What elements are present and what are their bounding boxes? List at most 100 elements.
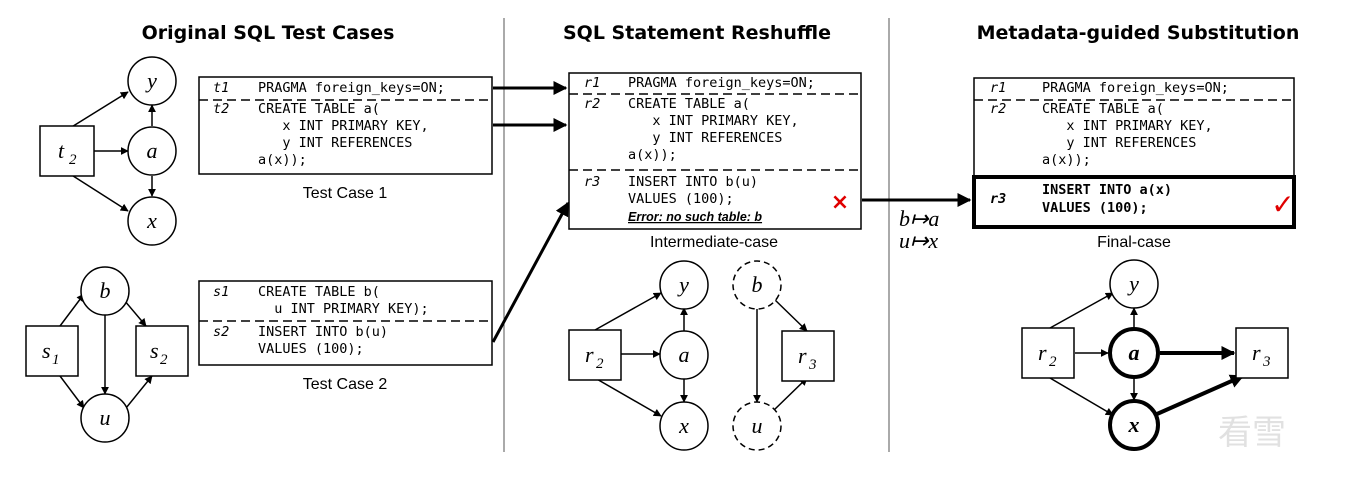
svg-text:t2: t2: [213, 101, 229, 117]
svg-text:b: b: [100, 278, 111, 303]
svg-text:2: 2: [69, 152, 77, 168]
section-title-reshuffle: SQL Statement Reshuffle: [563, 22, 831, 44]
node-r3: [781, 330, 835, 382]
svg-text:y: y: [677, 272, 689, 297]
svg-text:x: x: [1128, 412, 1140, 437]
test-case-1-caption: Test Case 1: [303, 185, 388, 202]
svg-text:a(x));: a(x));: [628, 147, 677, 163]
fail-mark: ×: [831, 190, 849, 215]
svg-text:CREATE TABLE b(: CREATE TABLE b(: [258, 284, 380, 300]
svg-text:u: u: [100, 405, 111, 430]
node-b: [80, 266, 130, 316]
svg-text:y INT REFERENCES: y INT REFERENCES: [628, 130, 782, 146]
node-a: [659, 330, 709, 380]
svg-text:y INT REFERENCES: y INT REFERENCES: [258, 135, 412, 151]
svg-text:y INT REFERENCES: y INT REFERENCES: [1042, 135, 1196, 151]
svg-text:x: x: [146, 208, 157, 233]
node-r2: [1021, 327, 1075, 379]
final-case-caption: Final-case: [1097, 234, 1171, 251]
graph-test-case-1: y a x t 2: [39, 56, 177, 246]
node-y: [659, 260, 709, 310]
svg-text:r: r: [1252, 340, 1261, 365]
svg-text:a(x));: a(x));: [1042, 152, 1091, 168]
node-r3: [1235, 327, 1289, 379]
watermark: 看雪: [1218, 413, 1286, 453]
svg-text:s: s: [150, 338, 159, 363]
svg-text:r1: r1: [990, 80, 1006, 96]
svg-text:r3: r3: [584, 174, 600, 190]
section-title-substitution: Metadata-guided Substitution: [977, 22, 1300, 44]
svg-text:y: y: [145, 68, 157, 93]
test-case-1-box: t1 PRAGMA foreign_keys=ON; t2 CREATE TAB…: [198, 76, 493, 175]
svg-text:CREATE TABLE a(: CREATE TABLE a(: [258, 101, 380, 117]
svg-text:t1: t1: [213, 80, 229, 96]
node-x-bold: [1108, 399, 1160, 451]
svg-text:3: 3: [1262, 354, 1271, 370]
svg-text:3: 3: [808, 357, 817, 373]
svg-text:r2: r2: [990, 101, 1006, 117]
svg-text:CREATE TABLE a(: CREATE TABLE a(: [628, 96, 750, 112]
svg-text:INSERT INTO b(u): INSERT INTO b(u): [628, 174, 758, 190]
svg-text:r1: r1: [584, 75, 600, 91]
svg-text:r: r: [1038, 340, 1047, 365]
svg-text:a(x));: a(x));: [258, 152, 307, 168]
svg-text:s1: s1: [213, 284, 229, 300]
svg-text:VALUES (100);: VALUES (100);: [628, 191, 734, 207]
intermediate-case-box: r1 PRAGMA foreign_keys=ON; r2 CREATE TAB…: [568, 72, 862, 230]
node-u-dashed: [732, 401, 782, 451]
svg-text:r2: r2: [584, 96, 600, 112]
svg-text:x: x: [678, 413, 689, 438]
svg-text:s2: s2: [213, 324, 229, 340]
node-u: [80, 393, 130, 443]
node-y: [1109, 259, 1159, 309]
svg-text:x INT PRIMARY KEY,: x INT PRIMARY KEY,: [258, 118, 429, 134]
svg-text:INSERT INTO a(x): INSERT INTO a(x): [1042, 182, 1172, 198]
mapping-b-to-a: b↦a: [899, 206, 939, 231]
svg-text:VALUES (100);: VALUES (100);: [1042, 200, 1148, 216]
svg-text:b: b: [752, 272, 763, 297]
node-t2: [39, 125, 95, 177]
mapping-u-to-x: u↦x: [899, 228, 938, 253]
svg-text:2: 2: [596, 356, 604, 372]
node-a: [127, 126, 177, 176]
node-b-dashed: [732, 260, 782, 310]
svg-text:1: 1: [52, 352, 60, 368]
svg-text:INSERT INTO b(u): INSERT INTO b(u): [258, 324, 388, 340]
final-case-box: r1 PRAGMA foreign_keys=ON; r2 CREATE TAB…: [972, 77, 1296, 229]
svg-text:u INT PRIMARY KEY);: u INT PRIMARY KEY);: [258, 301, 429, 317]
svg-text:r3: r3: [990, 191, 1006, 207]
node-x: [127, 196, 177, 246]
svg-text:2: 2: [1049, 354, 1057, 370]
node-x: [659, 401, 709, 451]
svg-text:r: r: [585, 342, 594, 367]
svg-text:y: y: [1127, 271, 1139, 296]
node-s2: [135, 325, 189, 377]
graph-intermediate: y a x b u r 2 r 3: [568, 260, 835, 451]
svg-text:PRAGMA foreign_keys=ON;: PRAGMA foreign_keys=ON;: [628, 75, 815, 91]
section-title-original: Original SQL Test Cases: [142, 22, 395, 44]
svg-text:t: t: [58, 138, 65, 163]
node-r2: [568, 329, 622, 381]
error-message: Error: no such table: b: [628, 210, 762, 224]
intermediate-case-caption: Intermediate-case: [650, 234, 778, 251]
node-y: [127, 56, 177, 106]
svg-text:r: r: [798, 343, 807, 368]
svg-text:x INT PRIMARY KEY,: x INT PRIMARY KEY,: [628, 113, 799, 129]
svg-text:x INT PRIMARY KEY,: x INT PRIMARY KEY,: [1042, 118, 1213, 134]
svg-text:PRAGMA foreign_keys=ON;: PRAGMA foreign_keys=ON;: [1042, 80, 1229, 96]
graph-test-case-2: b u s 1 s 2: [25, 266, 189, 443]
svg-text:s: s: [42, 338, 51, 363]
pass-mark: ✓: [1271, 188, 1294, 221]
svg-text:VALUES (100);: VALUES (100);: [258, 341, 364, 357]
test-case-2-caption: Test Case 2: [303, 376, 388, 393]
node-a-bold: [1108, 327, 1160, 379]
svg-text:a: a: [679, 342, 690, 367]
svg-text:a: a: [1129, 340, 1140, 365]
svg-text:CREATE TABLE a(: CREATE TABLE a(: [1042, 101, 1164, 117]
svg-text:PRAGMA foreign_keys=ON;: PRAGMA foreign_keys=ON;: [258, 80, 445, 96]
node-s1: [25, 325, 79, 377]
test-case-2-box: s1 CREATE TABLE b( u INT PRIMARY KEY); s…: [198, 280, 493, 366]
svg-text:a: a: [147, 138, 158, 163]
svg-text:2: 2: [160, 352, 168, 368]
